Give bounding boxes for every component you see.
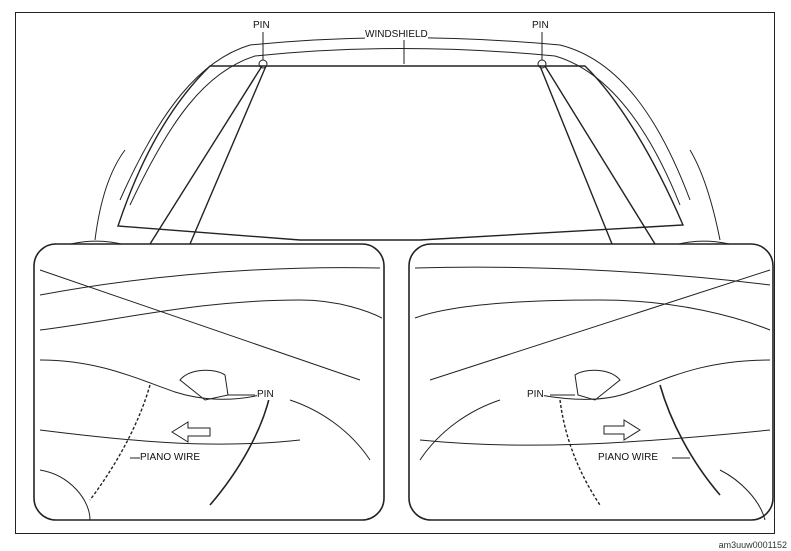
callout-right-b: [544, 65, 656, 245]
windshield-label: WINDSHIELD: [365, 29, 428, 40]
callout-left-a: [149, 65, 263, 245]
right-detail-box: [408, 243, 774, 521]
left-detail-pin-label: PIN: [257, 389, 274, 400]
right-piano-wire-label: PIANO WIRE: [598, 452, 659, 463]
right-detail-pin-label: PIN: [527, 389, 544, 400]
left-detail-box: [33, 243, 385, 521]
figure-frame: [15, 12, 775, 534]
left-piano-wire-dashed: [89, 384, 151, 501]
left-arrow: [171, 421, 211, 443]
left-detail-lines: [39, 267, 383, 521]
right-a-pillar: [689, 149, 721, 241]
roof-inner-line: [129, 48, 681, 206]
roof-outline: [119, 37, 691, 201]
top-left-pin-label: PIN: [253, 20, 270, 31]
figure-code: am3uuw0001152: [718, 540, 787, 550]
left-piano-wire: [209, 394, 271, 506]
callout-right-a: [539, 65, 613, 245]
right-piano-wire: [659, 384, 721, 496]
left-piano-wire-label: PIANO WIRE: [140, 452, 201, 463]
left-a-pillar: [94, 149, 126, 241]
windshield-glass: [117, 65, 685, 241]
right-detail-lines: [414, 266, 771, 521]
callout-left-b: [189, 65, 267, 245]
right-piano-wire-dashed: [559, 399, 601, 506]
top-right-pin-label: PIN: [532, 20, 549, 31]
right-arrow: [603, 419, 641, 441]
